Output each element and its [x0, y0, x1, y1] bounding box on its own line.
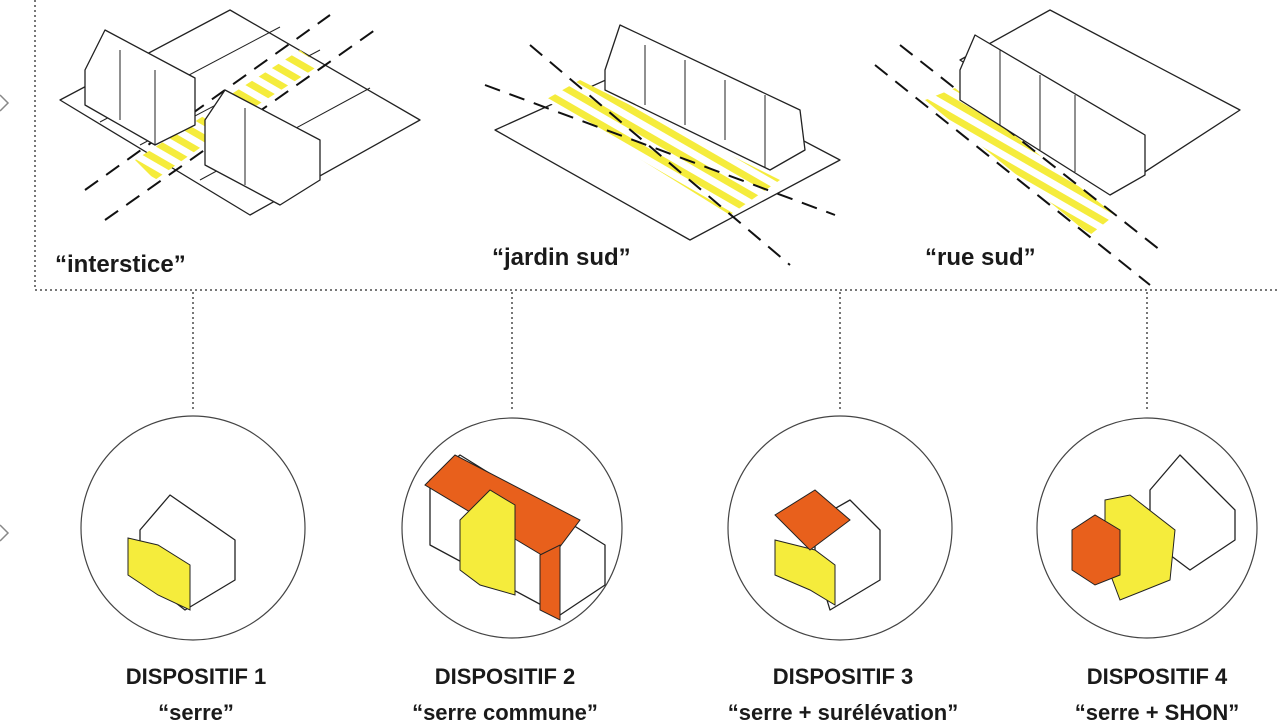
scheme-jardin-sud: “jardin sud” — [484, 24, 841, 271]
scheme-label: “interstice” — [55, 251, 186, 278]
chevron-icon — [0, 94, 10, 112]
dispositif-labels: DISPOSITIF 1 “serre” DISPOSITIF 2 “serre… — [126, 664, 1240, 720]
dispositif-subtitle: “serre commune” — [412, 700, 598, 720]
dispositif-subtitle: “serre + surélévation” — [728, 700, 959, 720]
dispositif-subtitle: “serre + SHON” — [1075, 700, 1239, 720]
chevron-icon — [0, 524, 10, 542]
dispositif-2-illustration — [401, 417, 623, 639]
dispositif-title: DISPOSITIF 3 — [773, 664, 914, 689]
dispositif-3-illustration — [727, 415, 953, 641]
scheme-label: “rue sud” — [925, 244, 1036, 271]
scheme-rue-sud: “rue sud” — [874, 9, 1241, 286]
dispositif-title: DISPOSITIF 4 — [1087, 664, 1228, 689]
dispositif-subtitle: “serre” — [158, 700, 234, 720]
dispositif-1-illustration — [80, 415, 306, 641]
dispositif-title: DISPOSITIF 2 — [435, 664, 576, 689]
scheme-interstice: “interstice” — [55, 9, 421, 278]
dotted-frame — [34, 0, 1280, 410]
dispositif-title: DISPOSITIF 1 — [126, 664, 267, 689]
dispositif-4-illustration — [1036, 417, 1258, 639]
scheme-label: “jardin sud” — [492, 244, 631, 271]
